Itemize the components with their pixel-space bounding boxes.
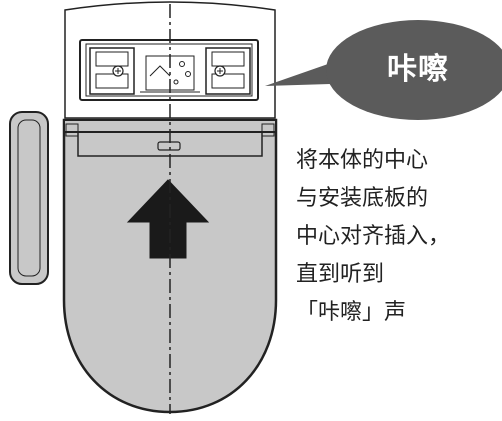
hinge-bar xyxy=(63,119,277,133)
mounting-plate xyxy=(79,39,259,101)
instruction-line: 「咔嚓」声 xyxy=(296,300,407,325)
instruction-line: 与安装底板的 xyxy=(296,186,429,211)
instruction-line: 直到听到 xyxy=(296,262,385,287)
arrow-up-icon xyxy=(126,179,210,259)
callout-bubble xyxy=(326,20,502,120)
callout-text: 咔嚓 xyxy=(387,52,449,87)
side-control-panel xyxy=(9,111,49,285)
instruction-line: 中心对齐插入， xyxy=(296,224,451,249)
instruction-text: 将本体的中心 与安装底板的 中心对齐插入， 直到听到 「咔嚓」声 xyxy=(296,142,450,332)
center-notch xyxy=(157,141,181,151)
callout-pointer xyxy=(265,64,330,86)
instruction-line: 将本体的中心 xyxy=(296,148,429,173)
